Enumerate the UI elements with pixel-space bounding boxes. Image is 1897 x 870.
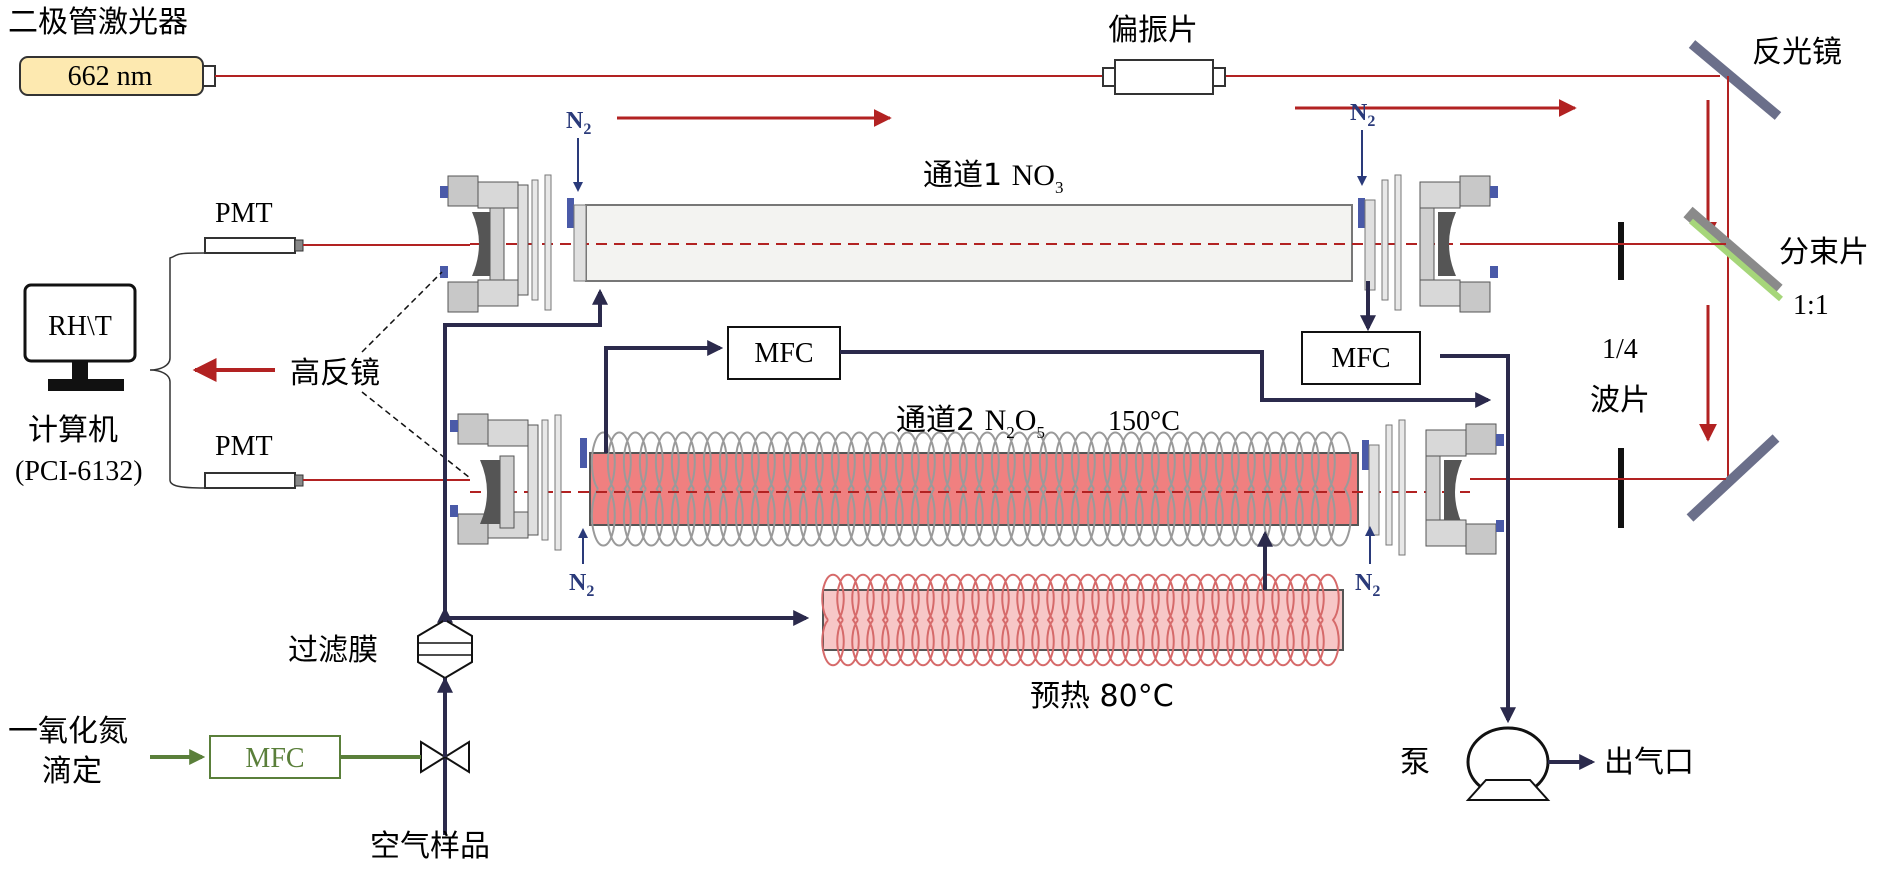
- filter-membrane: [417, 618, 473, 680]
- n2-purge-ch2-left: N2: [569, 528, 594, 600]
- channel1-cell: [585, 204, 1353, 282]
- beam-splitter: [1683, 206, 1783, 302]
- mfc-right-label: MFC: [1331, 343, 1390, 374]
- laser-wavelength-label: 662 nm: [68, 61, 153, 92]
- computer-label: 计算机: [28, 413, 118, 448]
- svg-text:N2: N2: [1350, 100, 1375, 130]
- n2-purge-ch1-right: N2: [1350, 100, 1375, 186]
- mfc-upper-label: MFC: [754, 338, 813, 369]
- channel1-right-mirror-mount: [1358, 174, 1498, 313]
- no-titration-label-b: 滴定: [42, 754, 102, 789]
- pmt-bottom-label: PMT: [215, 431, 273, 462]
- reflector-label: 反光镜: [1752, 35, 1842, 70]
- signal-brace: [149, 252, 206, 489]
- quarter-wave-label-b: 波片: [1590, 383, 1650, 418]
- preheat-label: 预热 80°C: [1030, 679, 1174, 714]
- quarter-wave-label-a: 1/4: [1602, 334, 1638, 365]
- pmt-top-label: PMT: [215, 198, 273, 229]
- rht-label: RH\T: [48, 311, 112, 342]
- laser-title-label: 二极管激光器: [8, 5, 188, 40]
- top-reflector-mirror: [1688, 40, 1782, 120]
- air-sample-label: 空气样品: [370, 829, 490, 864]
- high-reflector-pointer-bottom: [361, 391, 471, 479]
- computer-icon: RH\T: [23, 283, 137, 391]
- mfc-no-label: MFC: [245, 743, 304, 774]
- channel2-temperature: 150°C: [1108, 406, 1180, 437]
- n2-purge-ch2-right: N2: [1355, 526, 1380, 600]
- mfc-right-to-pump-line: [1440, 354, 1516, 724]
- filter-label: 过滤膜: [288, 633, 378, 668]
- beam-splitter-ratio-label: 1:1: [1793, 290, 1829, 321]
- beam-splitter-label: 分束片: [1779, 235, 1869, 270]
- polarizer-label: 偏振片: [1108, 13, 1198, 48]
- mfc-right: [1301, 331, 1421, 385]
- mfc-upper: [727, 326, 841, 380]
- polarizer: [1102, 59, 1226, 95]
- channel2-heated-cell: [589, 452, 1359, 526]
- svg-text:N2: N2: [566, 108, 591, 138]
- channel2-right-mirror-mount: [1362, 419, 1504, 556]
- channel2-to-mfc-line: [604, 340, 724, 453]
- channel2-label: 通道2 N2O5: [896, 403, 1045, 442]
- preheat-coil: [821, 573, 1340, 667]
- pump-label: 泵: [1400, 745, 1430, 780]
- computer-card-label: (PCI-6132): [15, 456, 143, 487]
- mfc-upper-to-pump-line: [840, 350, 1492, 408]
- sample-to-channel1-line: [443, 288, 608, 620]
- channel1-left-mirror-mount: [440, 174, 587, 313]
- channel1-label: 通道1 NO3: [923, 158, 1063, 197]
- n2-purge-ch1-left: N2: [566, 108, 591, 192]
- channel2-left-mirror-mount: [450, 413, 587, 551]
- outlet-label: 出气口: [1604, 745, 1694, 780]
- svg-text:N2: N2: [1355, 570, 1380, 600]
- channel2-heater-coil: [590, 431, 1352, 547]
- pmt-top: [204, 237, 304, 254]
- diode-laser: 662 nm: [19, 56, 216, 96]
- bottom-reflector-mirror: [1686, 434, 1780, 522]
- high-reflector-label: 高反镜: [290, 356, 380, 391]
- svg-text:N2: N2: [569, 570, 594, 600]
- high-reflector-pointer-top: [361, 271, 443, 353]
- sample-valve-icon[interactable]: [420, 700, 470, 774]
- no-titration-label-a: 一氧化氮: [8, 714, 128, 749]
- pump-icon: [1465, 726, 1551, 801]
- pmt-bottom: [204, 472, 304, 489]
